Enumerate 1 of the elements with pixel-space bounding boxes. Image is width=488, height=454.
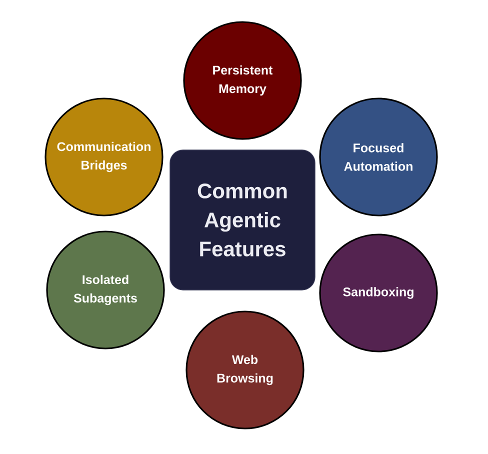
topic-box: Common Agentic Features <box>170 150 316 290</box>
